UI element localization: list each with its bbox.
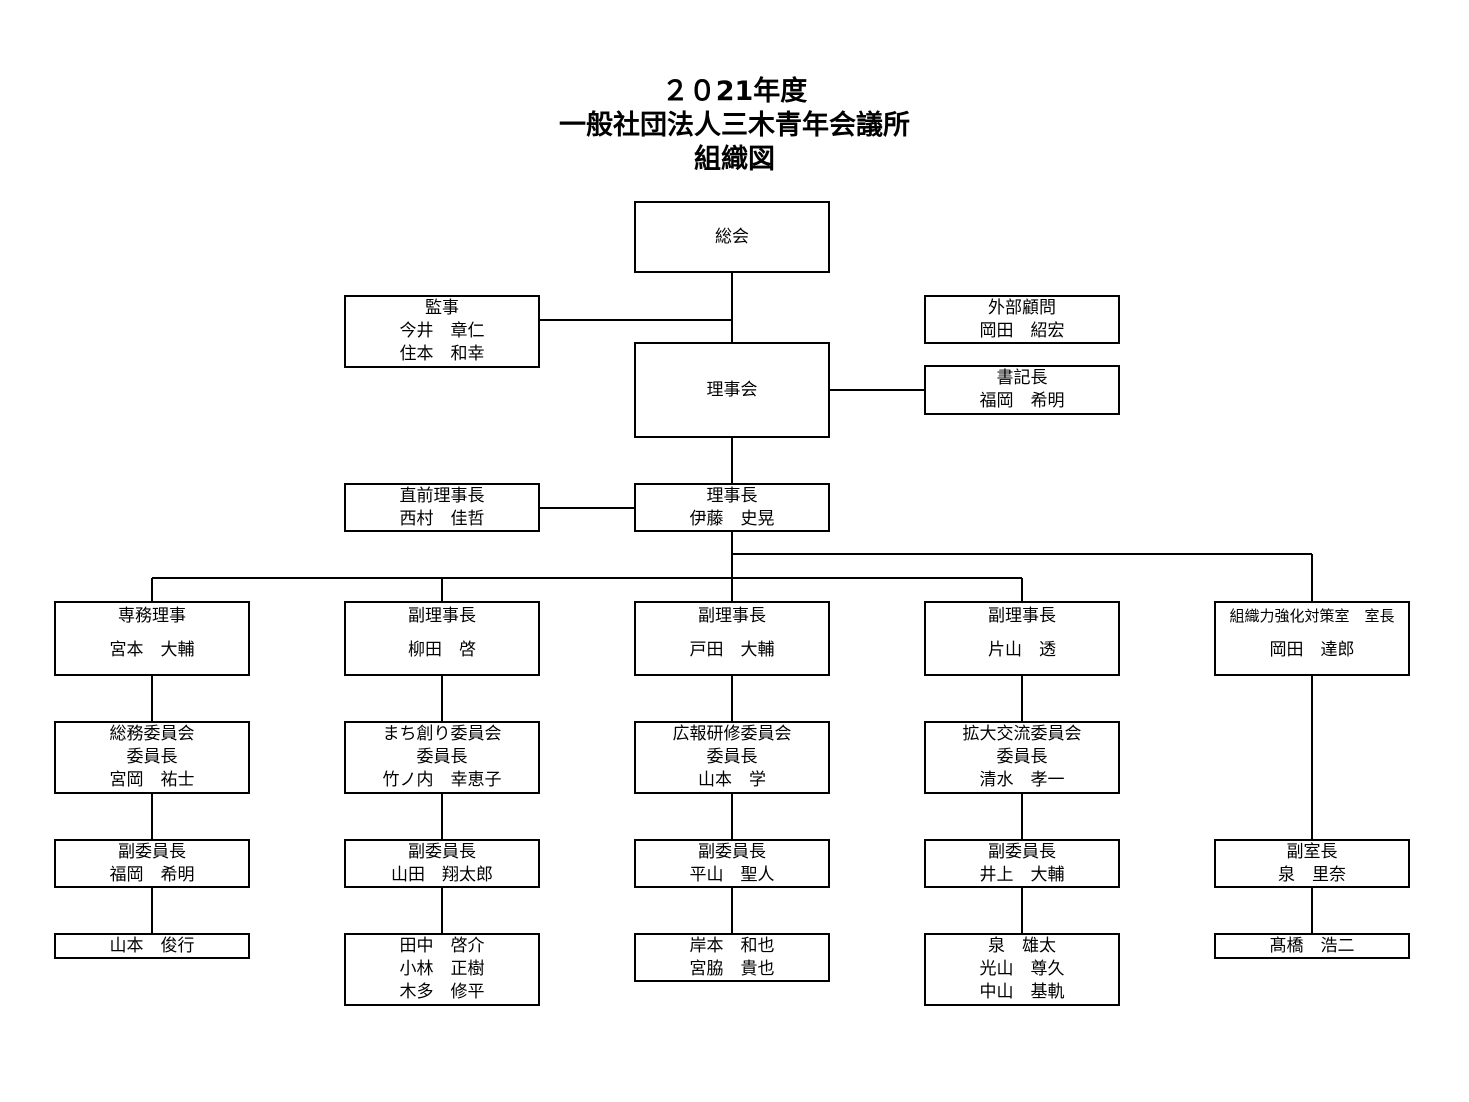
box-town-planning-vice-chair: 副委員長 山田 翔太郎	[344, 839, 540, 888]
box-executive-director: 専務理事 宮本 大輔	[54, 601, 250, 676]
box-general-affairs-vice-chair: 副委員長 福岡 希明	[54, 839, 250, 888]
box-general-affairs-committee: 総務委員会 委員長 宮岡 祐士	[54, 721, 250, 794]
box-general-assembly: 総会	[634, 201, 830, 273]
box-past-president: 直前理事長 西村 佳哲	[344, 483, 540, 532]
title-organization: 一般社団法人三木青年会議所	[559, 110, 910, 141]
title-year: ２０21年度	[661, 76, 808, 107]
box-expansion-exchange-committee: 拡大交流委員会 委員長 清水 孝一	[924, 721, 1120, 794]
box-vice-president-2: 副理事長 戸田 大輔	[634, 601, 830, 676]
box-external-advisor: 外部顧問 岡田 紹宏	[924, 295, 1120, 344]
box-expansion-exchange-members: 泉 雄太 光山 尊久 中山 基軌	[924, 933, 1120, 1006]
box-expansion-exchange-vice-chair: 副委員長 井上 大輔	[924, 839, 1120, 888]
chart-title: ２０21年度 一般社団法人三木青年会議所 組織図	[0, 75, 1469, 177]
box-general-affairs-members: 山本 俊行	[54, 933, 250, 959]
box-auditors: 監事 今井 章仁 住本 和幸	[344, 295, 540, 368]
box-secretary-general: 書記長 福岡 希明	[924, 365, 1120, 415]
box-board-of-directors: 理事会	[634, 342, 830, 438]
box-pr-training-committee: 広報研修委員会 委員長 山本 学	[634, 721, 830, 794]
box-town-planning-committee: まち創り委員会 委員長 竹ノ内 幸恵子	[344, 721, 540, 794]
box-organization-office-vice-head: 副室長 泉 里奈	[1214, 839, 1410, 888]
box-vice-president-3: 副理事長 片山 透	[924, 601, 1120, 676]
box-pr-training-members: 岸本 和也 宮脇 貴也	[634, 933, 830, 982]
box-pr-training-vice-chair: 副委員長 平山 聖人	[634, 839, 830, 888]
box-town-planning-members: 田中 啓介 小林 正樹 木多 修平	[344, 933, 540, 1006]
box-president: 理事長 伊藤 史晃	[634, 483, 830, 532]
title-chart-name: 組織図	[694, 144, 775, 175]
box-organization-office-members: 髙橋 浩二	[1214, 933, 1410, 959]
box-organization-office-head: 組織力強化対策室 室長 岡田 達郎	[1214, 601, 1410, 676]
box-vice-president-1: 副理事長 柳田 啓	[344, 601, 540, 676]
